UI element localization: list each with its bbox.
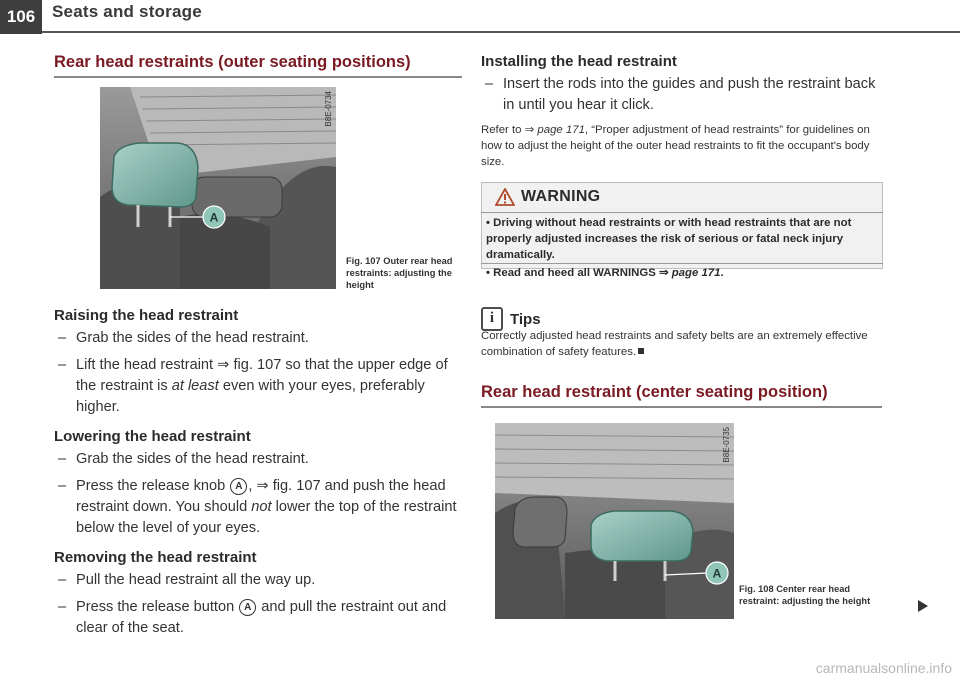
section-rule	[54, 76, 462, 78]
center-head-restraint-illustration: A	[495, 423, 734, 619]
installing-heading: Installing the head restraint	[481, 53, 677, 70]
lowering-heading: Lowering the head restraint	[54, 428, 251, 445]
callout-a-107: A	[210, 211, 219, 225]
release-knob-ref-icon: A	[230, 478, 248, 495]
figure-108-photo: A B8E-0735	[495, 423, 734, 619]
callout-a-108: A	[713, 567, 722, 581]
end-of-section-icon	[638, 348, 645, 354]
continue-arrow-icon	[918, 600, 928, 612]
tips-title: Tips	[510, 310, 541, 328]
warning-triangle-icon	[495, 188, 515, 206]
installing-step-1: –Insert the rods into the guides and pus…	[485, 76, 876, 113]
warning-header: WARNING	[481, 182, 881, 212]
release-button-ref-icon: A	[239, 599, 257, 616]
lowering-step-1: –Grab the sides of the head restraint.	[58, 451, 309, 467]
figure-108-caption: Fig. 108 Center rear head restraint: adj…	[739, 583, 874, 607]
figure-107-label: Fig. 107	[346, 256, 381, 266]
warning-divider	[481, 212, 883, 213]
figure-107-text: Outer rear head restraints: adjusting th…	[346, 256, 453, 290]
info-icon: i	[481, 307, 503, 331]
figure-107-photo: A B8E-0734	[100, 87, 336, 289]
section-title-center: Rear head restraint (center seating posi…	[481, 383, 828, 401]
outer-head-restraint-illustration: A	[100, 87, 336, 289]
section-title-outer: Rear head restraints (outer seating posi…	[54, 53, 411, 71]
removing-heading: Removing the head restraint	[54, 549, 257, 566]
warning-divider-2	[481, 263, 883, 264]
watermark: carmanualsonline.info	[815, 660, 952, 676]
raising-heading: Raising the head restraint	[54, 307, 239, 324]
raising-step-1: –Grab the sides of the head restraint.	[58, 330, 309, 346]
figure-107-caption: Fig. 107 Outer rear head restraints: adj…	[346, 255, 456, 291]
page-number: 106	[0, 0, 42, 34]
figure-108-label: Fig. 108	[739, 584, 774, 594]
figure-108-text: Center rear head restraint: adjusting th…	[739, 584, 871, 606]
warning-item-2: • Read and heed all WARNINGS ⇒ page 171.	[486, 267, 724, 279]
raising-step-2: –Lift the head restraint ⇒ fig. 107 so t…	[58, 357, 448, 415]
tips-header: i Tips	[481, 307, 541, 331]
removing-step-2: –Press the release button A and pull the…	[58, 599, 447, 636]
header-title: Seats and storage	[52, 2, 202, 21]
header-rule	[42, 31, 960, 33]
figure-107-code: B8E-0734	[324, 91, 333, 127]
warning-title: WARNING	[521, 188, 601, 205]
figure-108-code: B8E-0735	[722, 427, 731, 463]
tips-text: Correctly adjusted head restraints and s…	[481, 330, 868, 358]
warning-item-1: • Driving without head restraints or wit…	[486, 217, 852, 261]
section-rule-2	[481, 406, 882, 408]
removing-step-1: –Pull the head restraint all the way up.	[58, 572, 316, 588]
installing-refer-text: Refer to ⇒ page 171, “Proper adjustment …	[481, 124, 870, 168]
lowering-step-2: –Press the release knob A, ⇒ fig. 107 an…	[58, 478, 457, 536]
warning-box	[481, 182, 883, 269]
